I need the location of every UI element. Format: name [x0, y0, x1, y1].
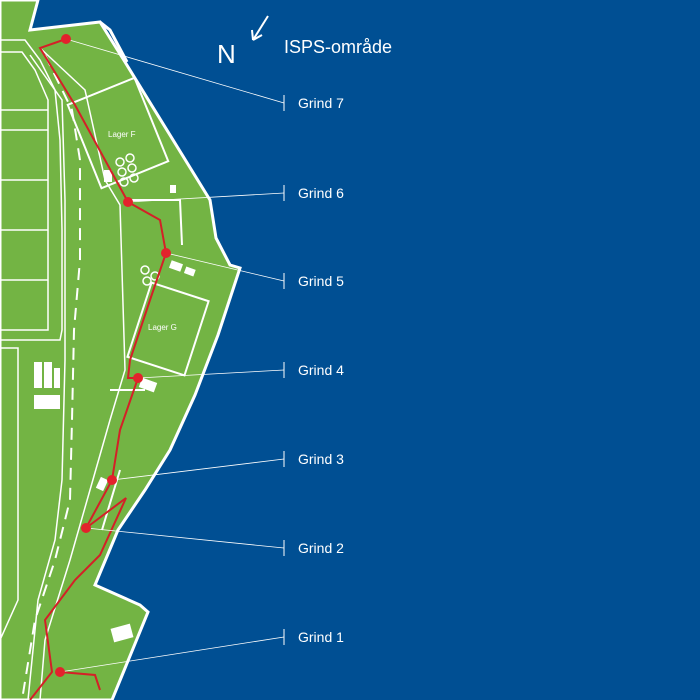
- gate-label: Grind 4: [298, 362, 344, 378]
- gate-marker[interactable]: [55, 667, 65, 677]
- gate-marker[interactable]: [81, 523, 91, 533]
- gate-label: Grind 6: [298, 185, 344, 201]
- north-label: N: [217, 39, 236, 69]
- gate-leader-line: [127, 192, 285, 203]
- gates-layer: Grind 7 Grind 6 Grind 5 Grind 4 Grind 3 Grind…: [55, 34, 344, 677]
- gate-4[interactable]: Grind 4: [133, 362, 344, 383]
- small-building: [138, 377, 158, 393]
- pier: [99, 20, 129, 63]
- gate-leader-line: [59, 636, 285, 673]
- gate-label: Grind 5: [298, 273, 344, 289]
- gate-leader-line: [85, 527, 285, 549]
- gate-7[interactable]: Grind 7: [61, 34, 344, 111]
- storage-blocks: [34, 362, 134, 643]
- small-building: [183, 266, 196, 277]
- tanks-f: [115, 153, 139, 187]
- gate-leader-line: [137, 369, 285, 379]
- gate-marker[interactable]: [107, 475, 117, 485]
- land-area: [0, 0, 242, 700]
- lager-g-label: Lager G: [148, 323, 177, 332]
- small-building: [168, 260, 184, 272]
- north-indicator: N: [217, 15, 269, 69]
- gate-marker[interactable]: [61, 34, 71, 44]
- gate-label: Grind 7: [298, 95, 344, 111]
- gate-3[interactable]: Grind 3: [107, 451, 344, 485]
- arrow-icon: [252, 15, 269, 41]
- gate-marker[interactable]: [123, 197, 133, 207]
- isps-area-label: ISPS-område: [284, 37, 392, 57]
- gate-5[interactable]: Grind 5: [161, 248, 344, 289]
- gate-leader-line: [165, 252, 285, 282]
- small-building: [170, 185, 176, 193]
- terminal-fields: [0, 39, 63, 641]
- gate-label: Grind 3: [298, 451, 344, 467]
- dashed-road: [21, 54, 81, 700]
- arrow-icon-head: [251, 29, 263, 41]
- gate-label: Grind 2: [298, 540, 344, 556]
- lager-g: Lager G: [126, 281, 210, 377]
- road-lines: [27, 47, 126, 700]
- gate-6[interactable]: Grind 6: [123, 185, 344, 207]
- gate-leader-line: [111, 458, 285, 481]
- gate-marker[interactable]: [133, 373, 143, 383]
- gate-leader-line: [65, 38, 285, 104]
- lager-f-label: Lager F: [108, 130, 136, 139]
- gate-marker[interactable]: [161, 248, 171, 258]
- small-building: [104, 170, 112, 182]
- gate-2[interactable]: Grind 2: [81, 523, 344, 556]
- gate-1[interactable]: Grind 1: [55, 629, 344, 677]
- gate-label: Grind 1: [298, 629, 344, 645]
